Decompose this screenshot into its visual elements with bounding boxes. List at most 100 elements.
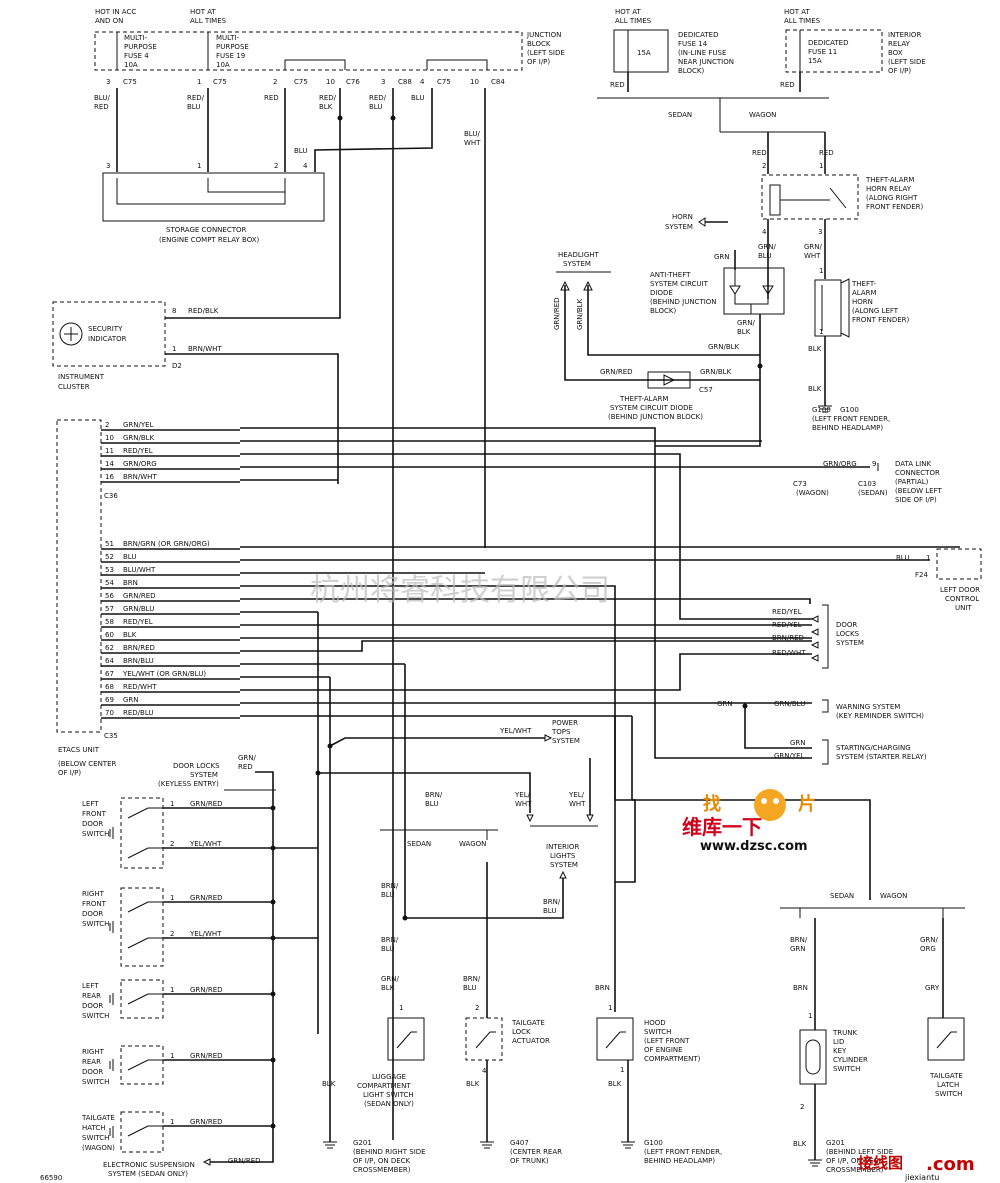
- door-switch-body: [120, 887, 164, 967]
- svg-text:GRN/: GRN/: [804, 243, 823, 251]
- ground-mark: [109, 827, 114, 839]
- svg-text:F24: F24: [915, 571, 928, 579]
- svg-text:AND ON: AND ON: [95, 17, 123, 25]
- svg-text:C75: C75: [437, 78, 451, 86]
- etacs-pin-wire: GRN/RED: [123, 592, 156, 600]
- svg-text:TOPS: TOPS: [551, 728, 571, 736]
- ground-mark: [109, 921, 114, 933]
- svg-text:ALARM: ALARM: [852, 289, 877, 297]
- door-switch-label: SWITCH: [82, 830, 109, 838]
- svg-text:BRN/: BRN/: [790, 936, 808, 944]
- svg-text:ETACS UNIT: ETACS UNIT: [58, 746, 100, 754]
- etacs-pin-wire: GRN/YEL: [123, 421, 154, 429]
- svg-text:(BELOW CENTER: (BELOW CENTER: [58, 760, 117, 768]
- svg-text:(SEDAN): (SEDAN): [858, 489, 888, 497]
- svg-text:SYSTEM: SYSTEM: [190, 771, 218, 779]
- svg-text:OF I/P): OF I/P): [888, 67, 911, 75]
- door-switch-label: DOOR: [82, 1002, 103, 1010]
- svg-text:OF ENGINE: OF ENGINE: [644, 1046, 683, 1054]
- switch-pin: 1: [170, 1052, 174, 1060]
- left-door-control: BLU 1 F24 LEFT DOOR CONTROL UNIT: [896, 548, 982, 612]
- svg-text:ALL TIMES: ALL TIMES: [784, 17, 821, 25]
- svg-text:LOCKS: LOCKS: [836, 630, 860, 638]
- etacs-pin-wire: BRN/GRN (OR GRN/ORG): [123, 540, 210, 548]
- svg-text:4: 4: [482, 1067, 487, 1075]
- svg-text:(LEFT FRONT FENDER,: (LEFT FRONT FENDER,: [812, 415, 890, 423]
- svg-text:SYSTEM (SEDAN ONLY): SYSTEM (SEDAN ONLY): [108, 1170, 188, 1178]
- etacs-pin-number: 57: [105, 605, 114, 613]
- svg-text:1: 1: [197, 78, 201, 86]
- switch-contact: [127, 1125, 163, 1137]
- splice-dot: [270, 1123, 276, 1129]
- svg-text:BLU: BLU: [381, 891, 394, 899]
- svg-text:BEHIND HEADLAMP): BEHIND HEADLAMP): [812, 424, 883, 432]
- svg-text:RED: RED: [752, 149, 767, 157]
- door-switch-label: DOOR: [82, 1068, 103, 1076]
- svg-text:POWER: POWER: [552, 719, 578, 727]
- svg-text:BRN/: BRN/: [381, 936, 399, 944]
- switch-wire-color: GRN/RED: [190, 986, 223, 994]
- svg-text:2: 2: [274, 162, 278, 170]
- g100-right-label: G100: [840, 406, 859, 414]
- etacs-pin-number: 62: [105, 644, 114, 652]
- junction-block-area: HOT IN ACC AND ON HOT AT ALL TIMES MULTI…: [94, 8, 565, 86]
- svg-text:THEFT-ALARM: THEFT-ALARM: [865, 176, 914, 184]
- svg-text:(BELOW LEFT: (BELOW LEFT: [895, 487, 942, 495]
- svg-text:(ALONG RIGHT: (ALONG RIGHT: [866, 194, 918, 202]
- svg-text:(KEY REMINDER SWITCH): (KEY REMINDER SWITCH): [836, 712, 924, 720]
- svg-text:C35: C35: [104, 732, 118, 740]
- hood-switch-area: BRN 1 HOOD SWITCH (LEFT FRONT OF ENGINE …: [595, 984, 722, 1165]
- switch-pin: 1: [170, 800, 174, 808]
- svg-text:(BEHIND RIGHT SIDE: (BEHIND RIGHT SIDE: [353, 1148, 426, 1156]
- svg-text:C75: C75: [294, 78, 308, 86]
- svg-text:MULTI-: MULTI-: [216, 34, 239, 42]
- svg-text:OF I/P, ON DECK: OF I/P, ON DECK: [353, 1157, 411, 1165]
- door-switch-label: SWITCH: [82, 1134, 109, 1142]
- svg-text:PURPOSE: PURPOSE: [216, 43, 249, 51]
- etacs-pin-number: 14: [105, 460, 114, 468]
- svg-text:CONNECTOR: CONNECTOR: [895, 469, 940, 477]
- ground-mark: [109, 1059, 114, 1071]
- svg-text:GRN/: GRN/: [758, 243, 777, 251]
- svg-text:9: 9: [872, 460, 876, 468]
- svg-text:HORN: HORN: [672, 213, 693, 221]
- sedan-label-bottom: SEDAN: [830, 892, 854, 900]
- ground-mark: [109, 993, 114, 1005]
- left-bottom-ground: BLK G201 (BEHIND RIGHT SIDE OF I/P, ON D…: [40, 820, 426, 1182]
- switch-contact: [127, 901, 163, 913]
- etacs-pin-wire: BRN/BLU: [123, 657, 154, 665]
- svg-text:1: 1: [819, 162, 823, 170]
- svg-text:GRN/BLU: GRN/BLU: [774, 700, 805, 708]
- etacs-pin-wire: BLU: [123, 553, 136, 561]
- svg-text:BLU: BLU: [463, 984, 476, 992]
- fuse4-amps: 10A: [124, 61, 138, 69]
- bottom-middle: BRN/BLU BRN/BLU SEDAN WAGON BRN/BLU BRN/…: [357, 664, 567, 1165]
- svg-text:HOT AT: HOT AT: [615, 8, 642, 16]
- jiexiantu-com: .com: [926, 1154, 975, 1175]
- svg-text:SYSTEM: SYSTEM: [563, 260, 591, 268]
- svg-text:CROSSMEMBER): CROSSMEMBER): [353, 1166, 411, 1174]
- svg-text:(BEHIND LEFT SIDE: (BEHIND LEFT SIDE: [826, 1148, 893, 1156]
- fuse11-amps: 15A: [808, 57, 822, 65]
- svg-text:BRN/RED: BRN/RED: [772, 634, 804, 642]
- wagon-label-bottom: WAGON: [880, 892, 907, 900]
- headlight-system: HEADLIGHT SYSTEM GRN/RED GRN/BLK GRN/BLK…: [553, 251, 763, 447]
- svg-text:GRN: GRN: [717, 700, 733, 708]
- svg-text:(ALONG LEFT: (ALONG LEFT: [852, 307, 899, 315]
- svg-text:GRN/BLK: GRN/BLK: [576, 298, 584, 330]
- svg-text:C57: C57: [699, 386, 713, 394]
- fuse19-amps: 10A: [216, 61, 230, 69]
- svg-text:STARTING/CHARGING: STARTING/CHARGING: [836, 744, 911, 752]
- svg-text:WHT: WHT: [804, 252, 821, 260]
- svg-text:GRN/YEL: GRN/YEL: [774, 752, 805, 760]
- svg-text:OF I/P): OF I/P): [527, 58, 550, 66]
- svg-text:YEL/: YEL/: [568, 791, 585, 799]
- svg-text:BRN: BRN: [595, 984, 610, 992]
- svg-text:(LEFT SIDE: (LEFT SIDE: [527, 49, 565, 57]
- svg-text:DEDICATED: DEDICATED: [678, 31, 719, 39]
- svg-text:1: 1: [808, 1012, 812, 1020]
- svg-text:LID: LID: [833, 1038, 844, 1046]
- door-switch-label: REAR: [82, 1058, 101, 1066]
